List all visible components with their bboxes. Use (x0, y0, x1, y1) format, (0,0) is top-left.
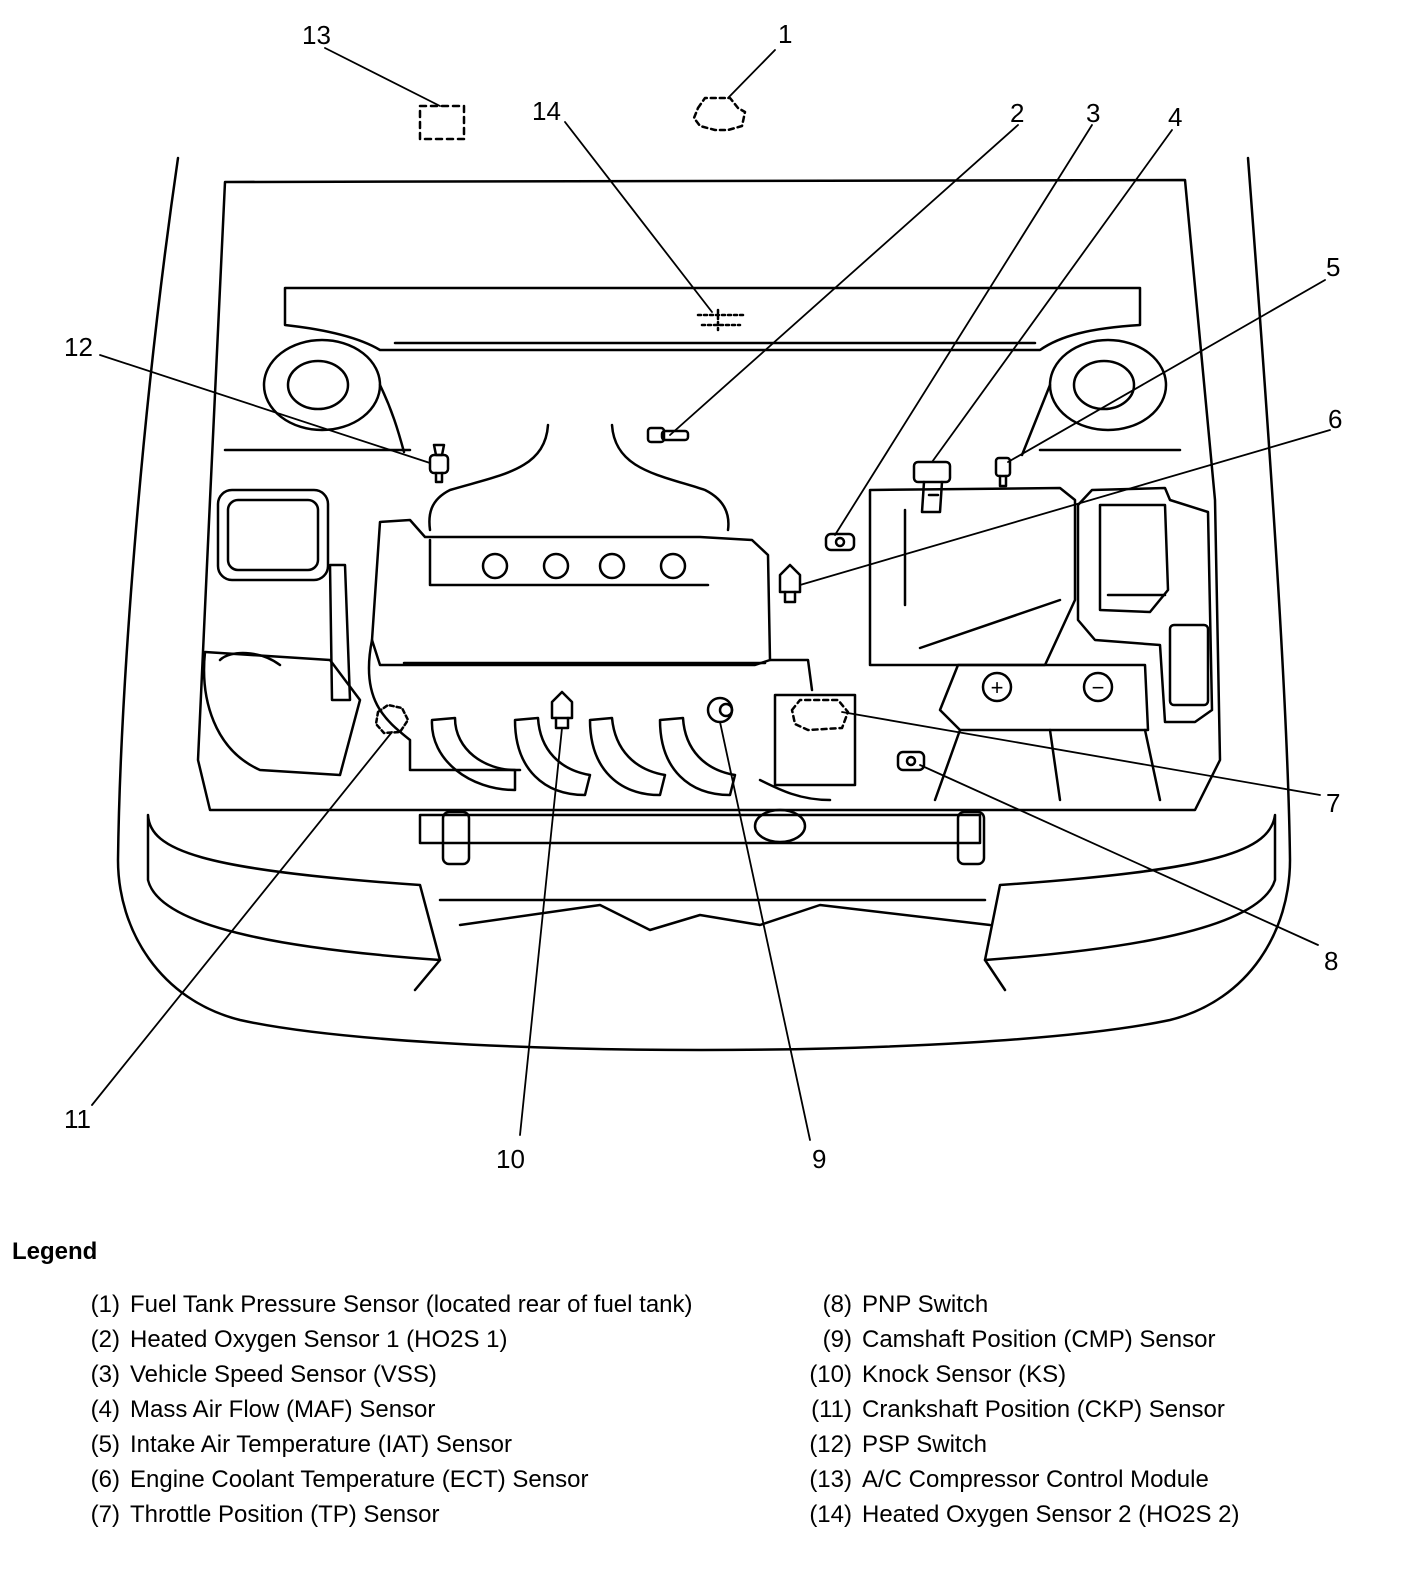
legend-item: (2) Heated Oxygen Sensor 1 (HO2S 1) (68, 1325, 708, 1355)
legend-item-text: Camshaft Position (CMP) Sensor (862, 1326, 1216, 1353)
callout-14: 14 (532, 96, 561, 126)
battery-positive-label: + (991, 675, 1004, 700)
callout-6: 6 (1328, 404, 1342, 434)
camshaft-position-sensor-icon (706, 696, 734, 724)
legend-item-number: (6) (90, 1466, 120, 1493)
legend-item-number: (13) (809, 1466, 852, 1493)
crankshaft-position-sensor-icon (374, 703, 410, 735)
fuel-tank-pressure-sensor-icon (692, 96, 747, 132)
callout-13: 13 (302, 20, 331, 50)
legend-item-number: (5) (90, 1431, 120, 1458)
knock-sensor-icon (550, 690, 574, 730)
bumper-fascia (146, 813, 1277, 992)
intake-snorkel (428, 423, 730, 532)
callout-4: 4 (1168, 102, 1182, 132)
legend-item-number: (1) (90, 1291, 120, 1318)
legend-item: (8) PNP Switch (800, 1290, 1380, 1320)
legend-item-text: Crankshaft Position (CKP) Sensor (862, 1396, 1225, 1423)
mass-air-flow-sensor-icon (912, 460, 952, 514)
callout-5: 5 (1326, 252, 1340, 282)
air-cleaner-box (202, 488, 362, 777)
callout-8: 8 (1324, 946, 1338, 976)
battery-negative-label: − (1092, 675, 1105, 700)
callout-12: 12 (64, 332, 93, 362)
legend-item-text: Intake Air Temperature (IAT) Sensor (130, 1431, 512, 1458)
legend-item: (11) Crankshaft Position (CKP) Sensor (800, 1395, 1380, 1425)
legend-item-text: A/C Compressor Control Module (862, 1466, 1209, 1493)
legend-item-text: Throttle Position (TP) Sensor (130, 1501, 440, 1528)
callout-3: 3 (1086, 98, 1100, 128)
vehicle-body-outline (116, 156, 1292, 1052)
engine-coolant-temperature-sensor-icon (778, 563, 802, 604)
cowl-panel (283, 286, 1142, 352)
legend-item: (4) Mass Air Flow (MAF) Sensor (68, 1395, 708, 1425)
legend-item-number: (8) (822, 1291, 852, 1318)
legend-item-number: (11) (811, 1396, 852, 1423)
leader-lines (91, 47, 1331, 1141)
legend-item-text: Knock Sensor (KS) (862, 1361, 1067, 1388)
legend-item: (1) Fuel Tank Pressure Sensor (located re… (68, 1290, 708, 1320)
legend-item-number: (12) (809, 1431, 852, 1458)
throttle-body (758, 658, 857, 802)
left-strut-tower (262, 338, 406, 454)
legend-item-text: Engine Coolant Temperature (ECT) Sensor (130, 1466, 589, 1493)
callout-labels: 1 2 3 4 5 6 7 8 9 10 11 12 13 14 (64, 19, 1342, 1174)
heated-oxygen-sensor-1-icon (646, 426, 690, 444)
legend-item: (6) Engine Coolant Temperature (ECT) Sens… (68, 1465, 708, 1495)
engine-compartment-diagram: + − (64, 19, 1342, 1174)
engine-block (367, 518, 772, 772)
legend-item-text: PSP Switch (862, 1431, 987, 1458)
legend-item: (5) Intake Air Temperature (IAT) Sensor (68, 1430, 708, 1460)
legend-right-column: (8) PNP Switch (9) Camshaft Position (CMP)… (800, 1290, 1380, 1535)
legend-item: (10) Knock Sensor (KS) (800, 1360, 1380, 1390)
pnp-switch-icon (896, 750, 926, 772)
callout-9: 9 (812, 1144, 826, 1174)
legend-item-number: (14) (809, 1501, 852, 1528)
legend-item-number: (7) (90, 1501, 120, 1528)
callout-7: 7 (1326, 788, 1340, 818)
callout-11: 11 (64, 1104, 91, 1134)
ac-compressor-control-module-icon (418, 104, 466, 141)
legend-item-text: Vehicle Speed Sensor (VSS) (130, 1361, 437, 1388)
legend-item-number: (4) (90, 1396, 120, 1423)
legend-item: (14) Heated Oxygen Sensor 2 (HO2S 2) (800, 1500, 1380, 1530)
legend-item-text: Heated Oxygen Sensor 1 (HO2S 1) (130, 1326, 508, 1353)
legend-title: Legend (12, 1238, 98, 1265)
callout-1: 1 (778, 19, 792, 49)
battery: + − (933, 663, 1162, 802)
radiator-support (418, 808, 986, 866)
heated-oxygen-sensor-2-icon (696, 308, 747, 332)
legend-item-number: (9) (822, 1326, 852, 1353)
legend-item-number: (3) (90, 1361, 120, 1388)
legend-item-number: (2) (90, 1326, 120, 1353)
legend-item: (3) Vehicle Speed Sensor (VSS) (68, 1360, 708, 1390)
legend-item: (12) PSP Switch (800, 1430, 1380, 1460)
legend-item-text: Fuel Tank Pressure Sensor (located rear … (130, 1291, 693, 1318)
intake-air-temperature-sensor-icon (994, 456, 1012, 488)
legend-item-number: (10) (809, 1361, 852, 1388)
legend-left-column: (1) Fuel Tank Pressure Sensor (located re… (68, 1290, 708, 1535)
callout-2: 2 (1010, 98, 1024, 128)
ecm-tray (868, 486, 1077, 667)
vehicle-speed-sensor-icon (824, 532, 856, 552)
throttle-position-sensor-icon (790, 698, 850, 732)
intake-runners (430, 716, 737, 797)
psp-switch-icon (428, 443, 450, 484)
right-strut-tower (1020, 338, 1168, 457)
legend-item-text: Heated Oxygen Sensor 2 (HO2S 2) (862, 1501, 1240, 1528)
legend-item: (7) Throttle Position (TP) Sensor (68, 1500, 708, 1530)
underhood-fuse-box (1076, 486, 1214, 724)
legend-item-text: Mass Air Flow (MAF) Sensor (130, 1396, 436, 1423)
legend-item-text: PNP Switch (862, 1291, 989, 1318)
legend-item: (9) Camshaft Position (CMP) Sensor (800, 1325, 1380, 1355)
callout-10: 10 (496, 1144, 525, 1174)
legend-item: (13) A/C Compressor Control Module (800, 1465, 1380, 1495)
